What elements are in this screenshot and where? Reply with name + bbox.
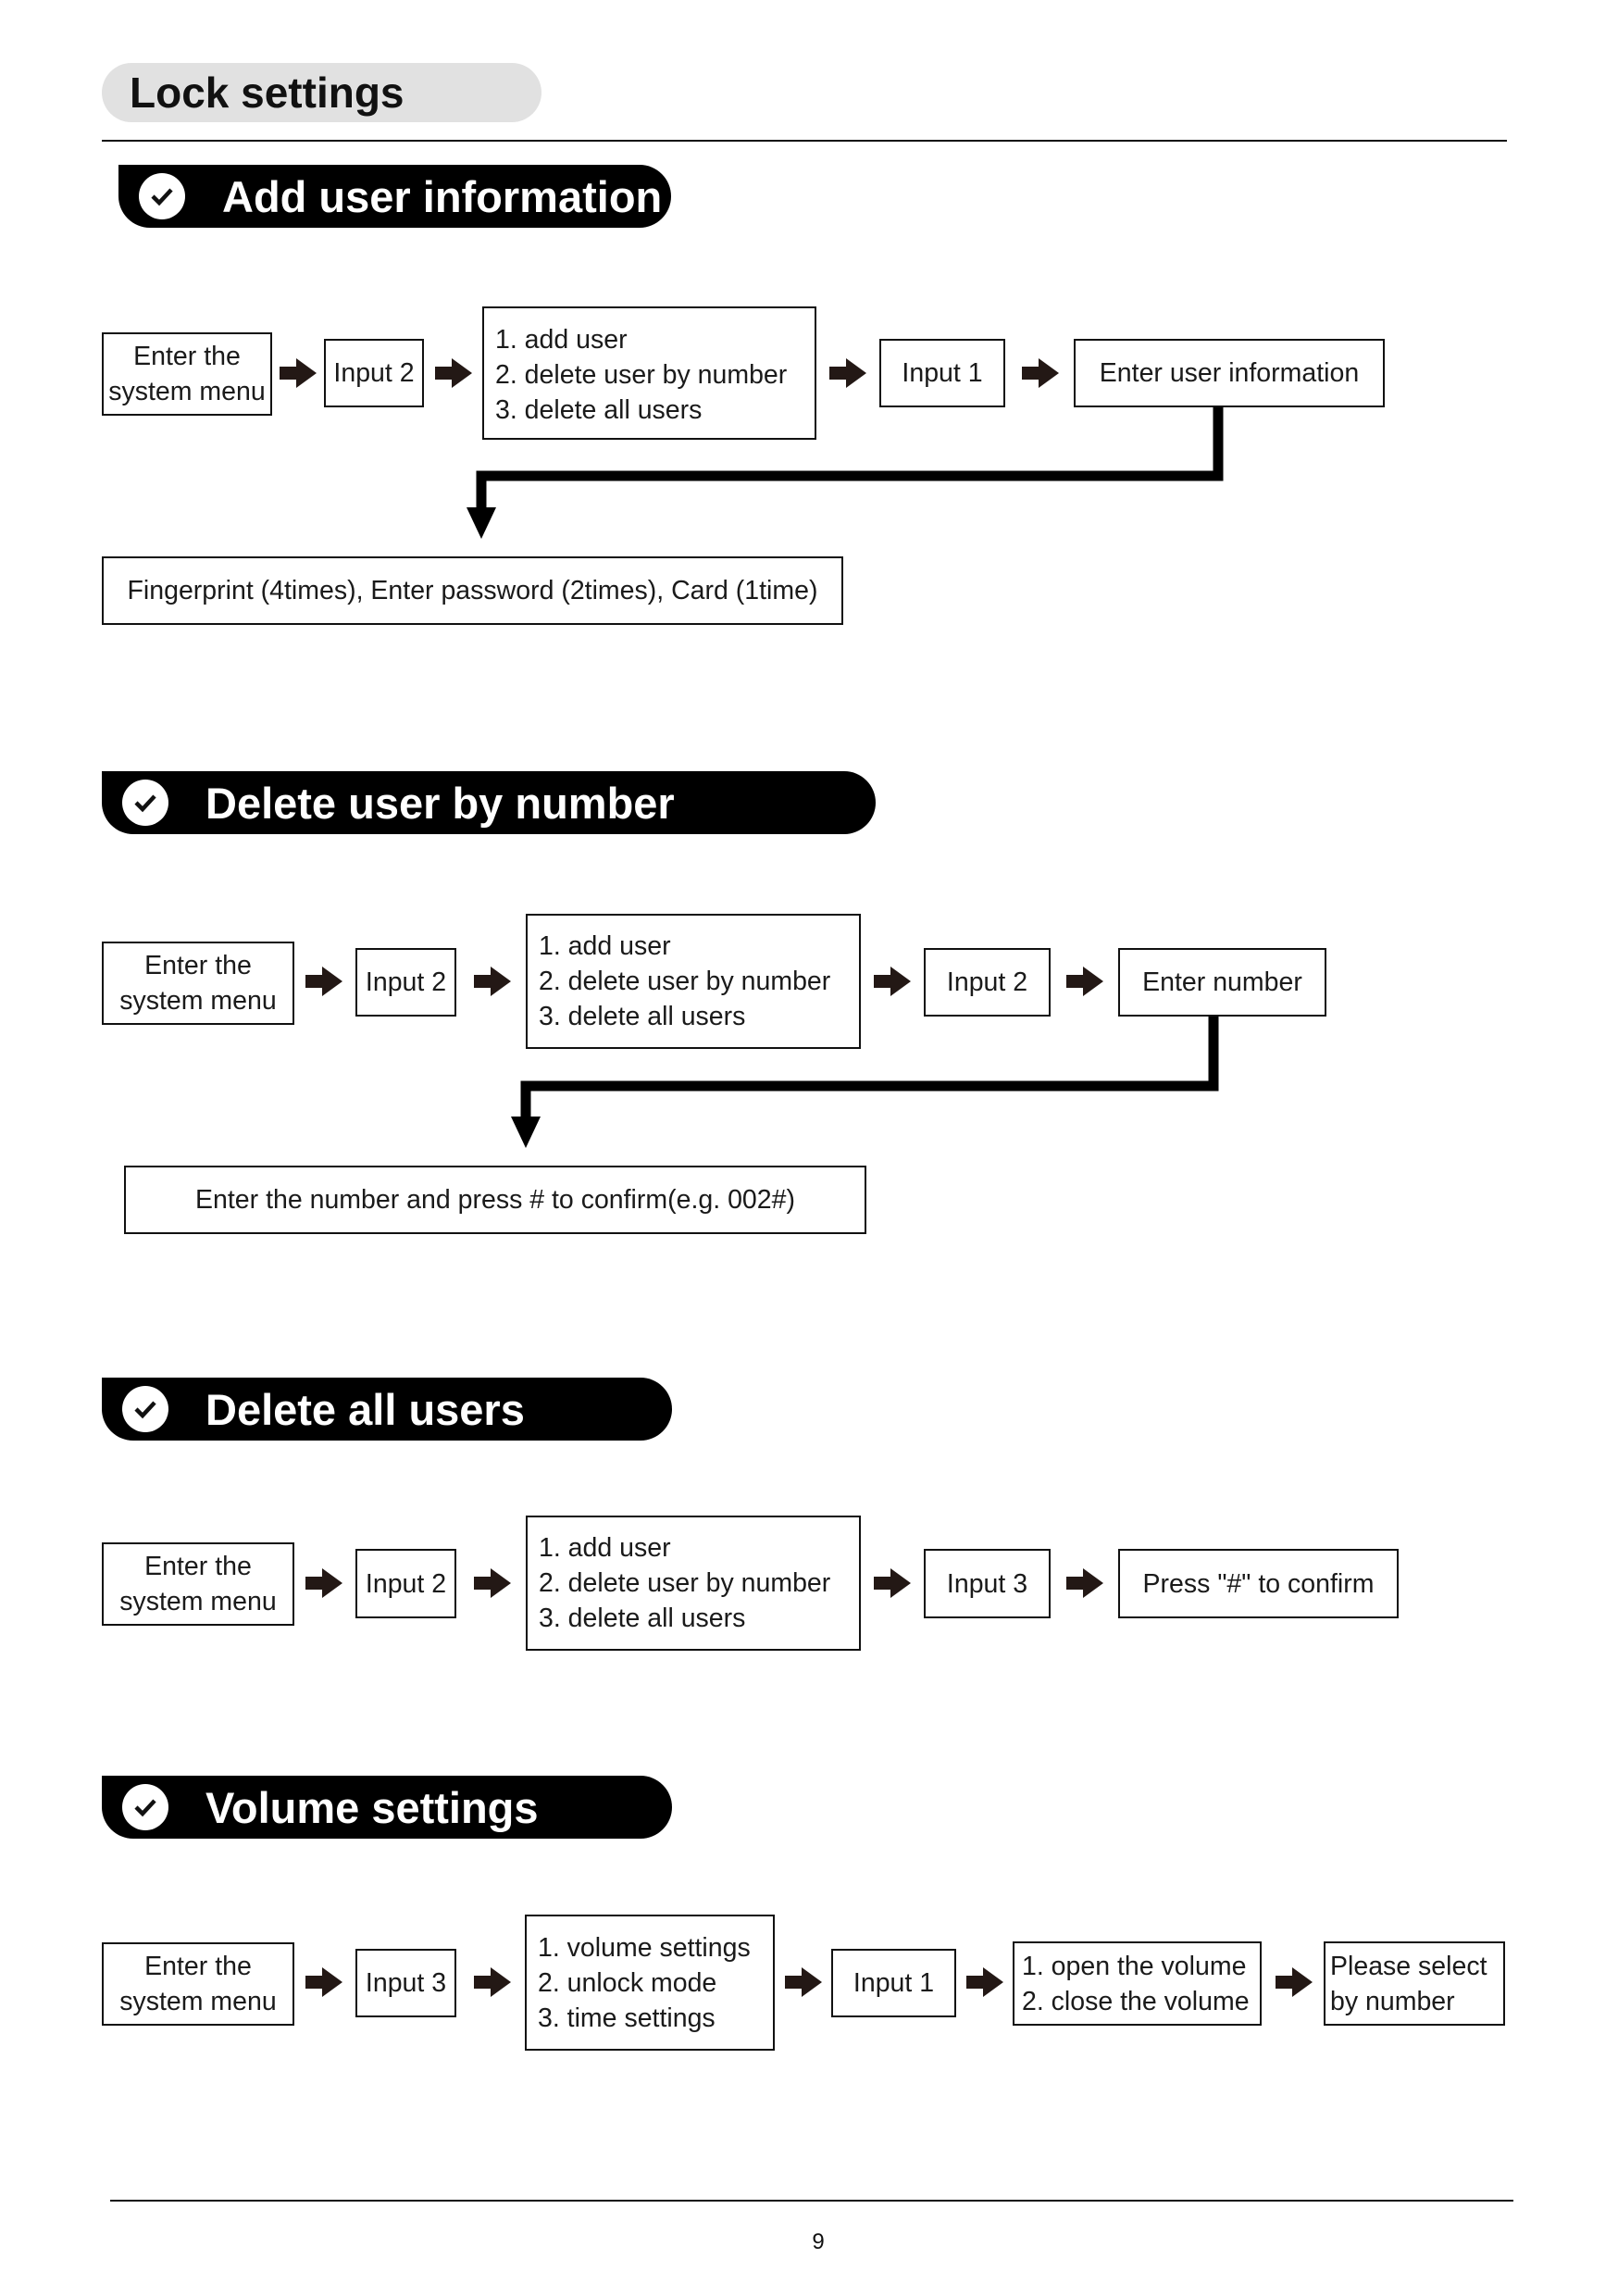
footer-divider bbox=[110, 2200, 1513, 2202]
arrow-right-icon bbox=[305, 967, 342, 996]
section-title: Add user information bbox=[222, 171, 663, 221]
arrow-right-icon bbox=[1276, 1967, 1313, 1997]
arrow-right-icon bbox=[874, 1568, 911, 1598]
section-header-add-user: Add user information bbox=[118, 165, 671, 228]
step-input-3: Input 3 bbox=[924, 1549, 1051, 1618]
step-input-2: Input 2 bbox=[324, 339, 424, 407]
arrow-right-icon bbox=[785, 1967, 822, 1997]
section-header-volume-settings: Volume settings bbox=[102, 1776, 672, 1839]
arrow-right-icon bbox=[305, 1967, 342, 1997]
step-settings-menu-options: 1. volume settings 2. unlock mode 3. tim… bbox=[525, 1915, 775, 2051]
checkmark-icon bbox=[122, 1386, 168, 1432]
arrow-right-icon bbox=[435, 358, 472, 388]
section-title: Delete all users bbox=[205, 1384, 525, 1434]
step-input-2: Input 2 bbox=[355, 948, 456, 1017]
step-user-menu-options: 1. add user 2. delete user by number 3. … bbox=[482, 306, 816, 440]
step-input-3: Input 3 bbox=[355, 1949, 456, 2017]
section-title: Volume settings bbox=[205, 1782, 539, 1832]
result-enter-number-confirm: Enter the number and press # to confirm(… bbox=[124, 1166, 866, 1234]
header-divider bbox=[102, 140, 1507, 142]
arrow-right-icon bbox=[305, 1568, 342, 1598]
page-title-pill: Lock settings bbox=[102, 63, 541, 122]
arrow-right-icon bbox=[474, 967, 511, 996]
step-volume-options: 1. open the volume 2. close the volume bbox=[1013, 1941, 1262, 2026]
step-select-by-number: Please select by number bbox=[1324, 1941, 1505, 2026]
result-enroll-credentials: Fingerprint (4times), Enter password (2t… bbox=[102, 556, 843, 625]
elbow-connector-arrow bbox=[467, 407, 1224, 539]
checkmark-icon bbox=[122, 780, 168, 826]
section-header-delete-user-by-number: Delete user by number bbox=[102, 771, 876, 834]
step-user-menu-options: 1. add user 2. delete user by number 3. … bbox=[526, 1516, 861, 1651]
step-input-2: Input 2 bbox=[924, 948, 1051, 1017]
page-number: 9 bbox=[812, 2229, 825, 2254]
step-input-2: Input 2 bbox=[355, 1549, 456, 1618]
section-title: Delete user by number bbox=[205, 778, 675, 828]
section-header-delete-all-users: Delete all users bbox=[102, 1378, 672, 1441]
checkmark-icon bbox=[139, 173, 185, 219]
step-press-hash-confirm: Press "#" to confirm bbox=[1118, 1549, 1399, 1618]
step-user-menu-options: 1. add user 2. delete user by number 3. … bbox=[526, 914, 861, 1049]
arrow-right-icon bbox=[474, 1967, 511, 1997]
arrow-right-icon bbox=[1066, 967, 1103, 996]
checkmark-icon bbox=[122, 1784, 168, 1830]
elbow-connector-arrow bbox=[511, 1017, 1219, 1148]
arrow-right-icon bbox=[829, 358, 866, 388]
arrow-right-icon bbox=[1022, 358, 1059, 388]
arrow-right-icon bbox=[280, 358, 317, 388]
page-title: Lock settings bbox=[130, 69, 404, 117]
step-input-1: Input 1 bbox=[831, 1949, 956, 2017]
arrow-right-icon bbox=[874, 967, 911, 996]
step-enter-user-information: Enter user information bbox=[1074, 339, 1385, 407]
arrow-right-icon bbox=[1066, 1568, 1103, 1598]
step-input-1: Input 1 bbox=[879, 339, 1005, 407]
step-enter-number: Enter number bbox=[1118, 948, 1326, 1017]
arrow-right-icon bbox=[474, 1568, 511, 1598]
arrow-right-icon bbox=[966, 1967, 1003, 1997]
